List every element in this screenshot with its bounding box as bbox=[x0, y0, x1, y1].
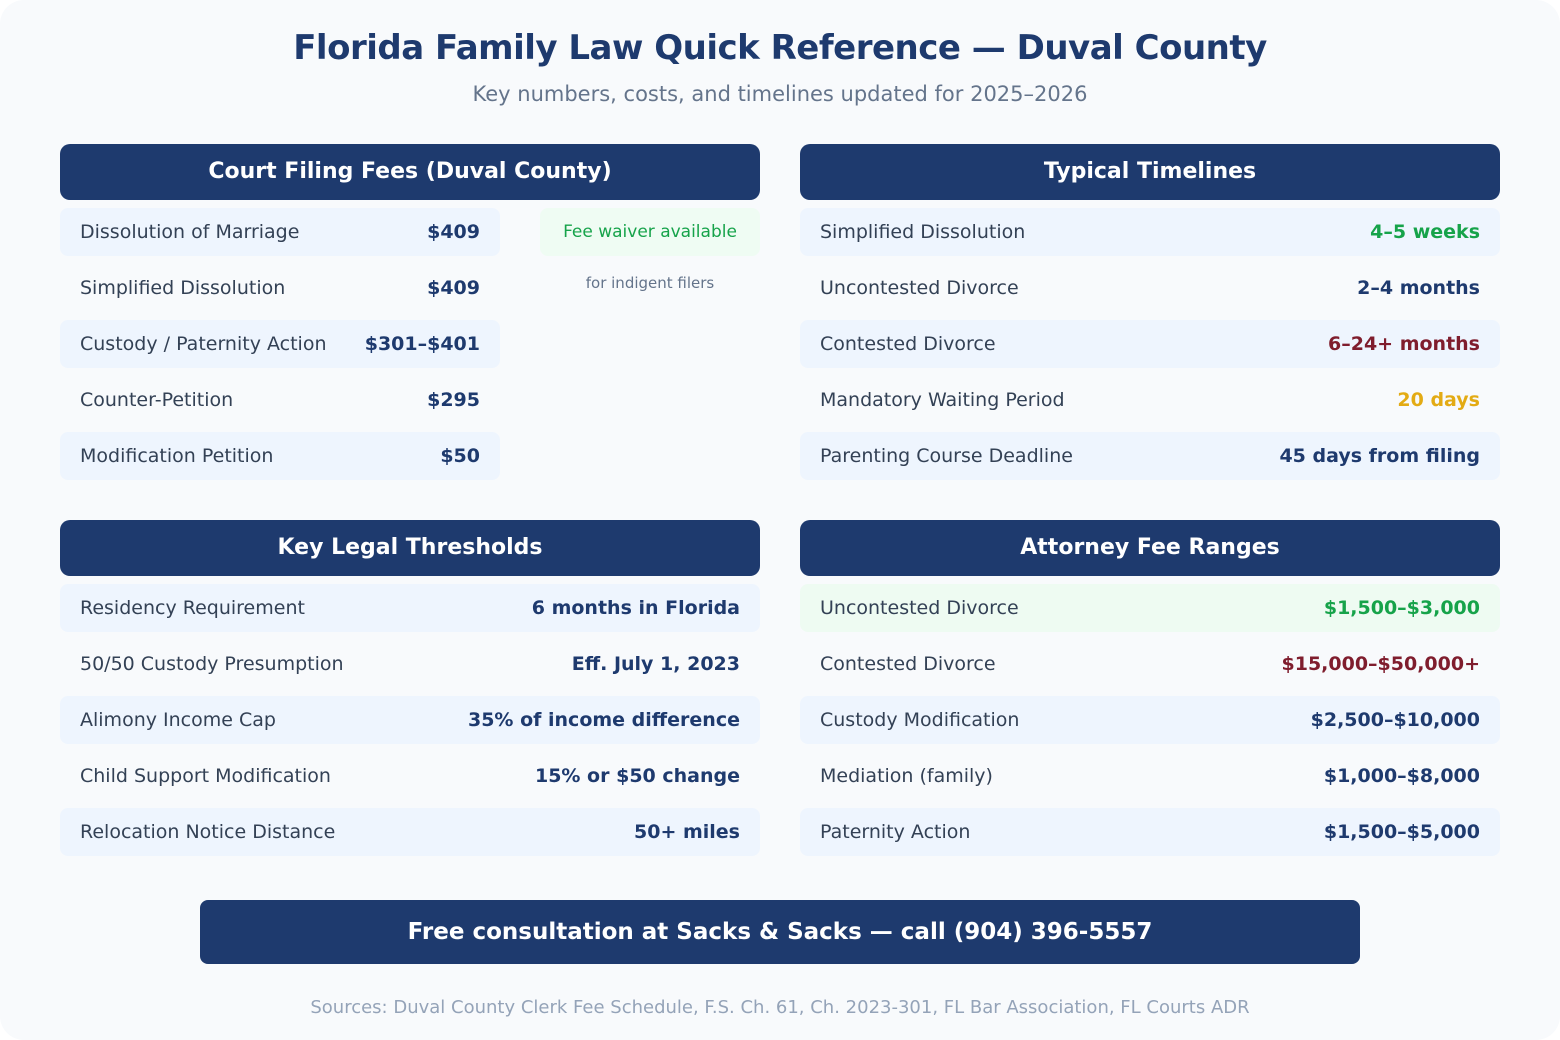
row-value: $2,500–$10,000 bbox=[1310, 709, 1480, 731]
row-value: $1,500–$5,000 bbox=[1323, 821, 1480, 843]
attorney-row-mediation: Mediation (family) $1,000–$8,000 bbox=[800, 752, 1500, 800]
timelines-header: Typical Timelines bbox=[800, 144, 1500, 200]
row-label: Custody / Paternity Action bbox=[80, 333, 327, 355]
row-label: Uncontested Divorce bbox=[820, 277, 1019, 299]
row-label: Parenting Course Deadline bbox=[820, 445, 1073, 467]
timelines-list: Simplified Dissolution 4–5 weeks Unconte… bbox=[800, 208, 1500, 480]
threshold-row-custody-presumption: 50/50 Custody Presumption Eff. July 1, 2… bbox=[60, 640, 760, 688]
attorney-fees-panel: Attorney Fee Ranges Uncontested Divorce … bbox=[800, 520, 1500, 864]
fee-row-dissolution: Dissolution of Marriage $409 bbox=[60, 208, 500, 256]
thresholds-panel: Key Legal Thresholds Residency Requireme… bbox=[60, 520, 760, 864]
page-title: Florida Family Law Quick Reference — Duv… bbox=[293, 28, 1267, 68]
threshold-row-relocation: Relocation Notice Distance 50+ miles bbox=[60, 808, 760, 856]
row-value: 2–4 months bbox=[1357, 277, 1480, 299]
attorney-row-custody-modification: Custody Modification $2,500–$10,000 bbox=[800, 696, 1500, 744]
row-label: Residency Requirement bbox=[80, 597, 305, 619]
row-label: Dissolution of Marriage bbox=[80, 221, 300, 243]
timeline-row-waiting-period: Mandatory Waiting Period 20 days bbox=[800, 376, 1500, 424]
threshold-row-child-support: Child Support Modification 15% or $50 ch… bbox=[60, 752, 760, 800]
row-label: Modification Petition bbox=[80, 445, 274, 467]
row-value: $50 bbox=[440, 445, 480, 467]
row-value: 35% of income difference bbox=[467, 709, 740, 731]
row-label: Alimony Income Cap bbox=[80, 709, 276, 731]
attorney-row-paternity: Paternity Action $1,500–$5,000 bbox=[800, 808, 1500, 856]
row-value: 6–24+ months bbox=[1328, 333, 1480, 355]
timeline-row-contested: Contested Divorce 6–24+ months bbox=[800, 320, 1500, 368]
row-label: Paternity Action bbox=[820, 821, 971, 843]
row-value: Eff. July 1, 2023 bbox=[571, 653, 740, 675]
row-value: 15% or $50 change bbox=[534, 765, 740, 787]
row-label: Simplified Dissolution bbox=[820, 221, 1026, 243]
thresholds-header: Key Legal Thresholds bbox=[60, 520, 760, 576]
row-label: Child Support Modification bbox=[80, 765, 331, 787]
row-value: $295 bbox=[427, 389, 480, 411]
row-label: Uncontested Divorce bbox=[820, 597, 1019, 619]
row-label: Relocation Notice Distance bbox=[80, 821, 336, 843]
threshold-row-alimony-cap: Alimony Income Cap 35% of income differe… bbox=[60, 696, 760, 744]
row-label: Contested Divorce bbox=[820, 653, 996, 675]
page-subtitle: Key numbers, costs, and timelines update… bbox=[472, 82, 1088, 106]
timelines-panel: Typical Timelines Simplified Dissolution… bbox=[800, 144, 1500, 488]
row-value: 20 days bbox=[1397, 389, 1480, 411]
filing-fees-header: Court Filing Fees (Duval County) bbox=[60, 144, 760, 200]
timeline-row-simplified: Simplified Dissolution 4–5 weeks bbox=[800, 208, 1500, 256]
attorney-row-contested: Contested Divorce $15,000–$50,000+ bbox=[800, 640, 1500, 688]
row-label: Counter-Petition bbox=[80, 389, 234, 411]
filing-fees-list: Dissolution of Marriage $409 Simplified … bbox=[60, 208, 500, 480]
fee-row-simplified: Simplified Dissolution $409 bbox=[60, 264, 500, 312]
row-label: Mediation (family) bbox=[820, 765, 993, 787]
row-value: $409 bbox=[427, 277, 480, 299]
fee-row-counter-petition: Counter-Petition $295 bbox=[60, 376, 500, 424]
row-value: $1,500–$3,000 bbox=[1323, 597, 1480, 619]
fee-waiver-note: for indigent filers bbox=[585, 274, 715, 292]
row-label: Custody Modification bbox=[820, 709, 1020, 731]
fee-row-modification: Modification Petition $50 bbox=[60, 432, 500, 480]
attorney-row-uncontested: Uncontested Divorce $1,500–$3,000 bbox=[800, 584, 1500, 632]
row-value: 45 days from filing bbox=[1279, 445, 1480, 467]
sources-footnote: Sources: Duval County Clerk Fee Schedule… bbox=[310, 997, 1250, 1018]
row-label: Mandatory Waiting Period bbox=[820, 389, 1065, 411]
row-value: $1,000–$8,000 bbox=[1323, 765, 1480, 787]
timeline-row-uncontested: Uncontested Divorce 2–4 months bbox=[800, 264, 1500, 312]
row-label: Contested Divorce bbox=[820, 333, 996, 355]
row-value: $301–$401 bbox=[364, 333, 480, 355]
row-value: 6 months in Florida bbox=[531, 597, 740, 619]
fee-waiver-badge: Fee waiver available bbox=[540, 208, 760, 256]
thresholds-list: Residency Requirement 6 months in Florid… bbox=[60, 584, 760, 856]
attorney-fees-list: Uncontested Divorce $1,500–$3,000 Contes… bbox=[800, 584, 1500, 856]
fee-row-custody: Custody / Paternity Action $301–$401 bbox=[60, 320, 500, 368]
row-value: 50+ miles bbox=[634, 821, 740, 843]
row-value: $15,000–$50,000+ bbox=[1281, 653, 1481, 675]
row-value: 4–5 weeks bbox=[1370, 221, 1480, 243]
row-value: $409 bbox=[427, 221, 480, 243]
row-label: Simplified Dissolution bbox=[80, 277, 286, 299]
attorney-fees-header: Attorney Fee Ranges bbox=[800, 520, 1500, 576]
row-label: 50/50 Custody Presumption bbox=[80, 653, 344, 675]
filing-fees-panel: Court Filing Fees (Duval County) Dissolu… bbox=[60, 144, 760, 488]
timeline-row-parenting-course: Parenting Course Deadline 45 days from f… bbox=[800, 432, 1500, 480]
free-consultation-cta-button[interactable]: Free consultation at Sacks & Sacks — cal… bbox=[200, 900, 1360, 964]
threshold-row-residency: Residency Requirement 6 months in Florid… bbox=[60, 584, 760, 632]
